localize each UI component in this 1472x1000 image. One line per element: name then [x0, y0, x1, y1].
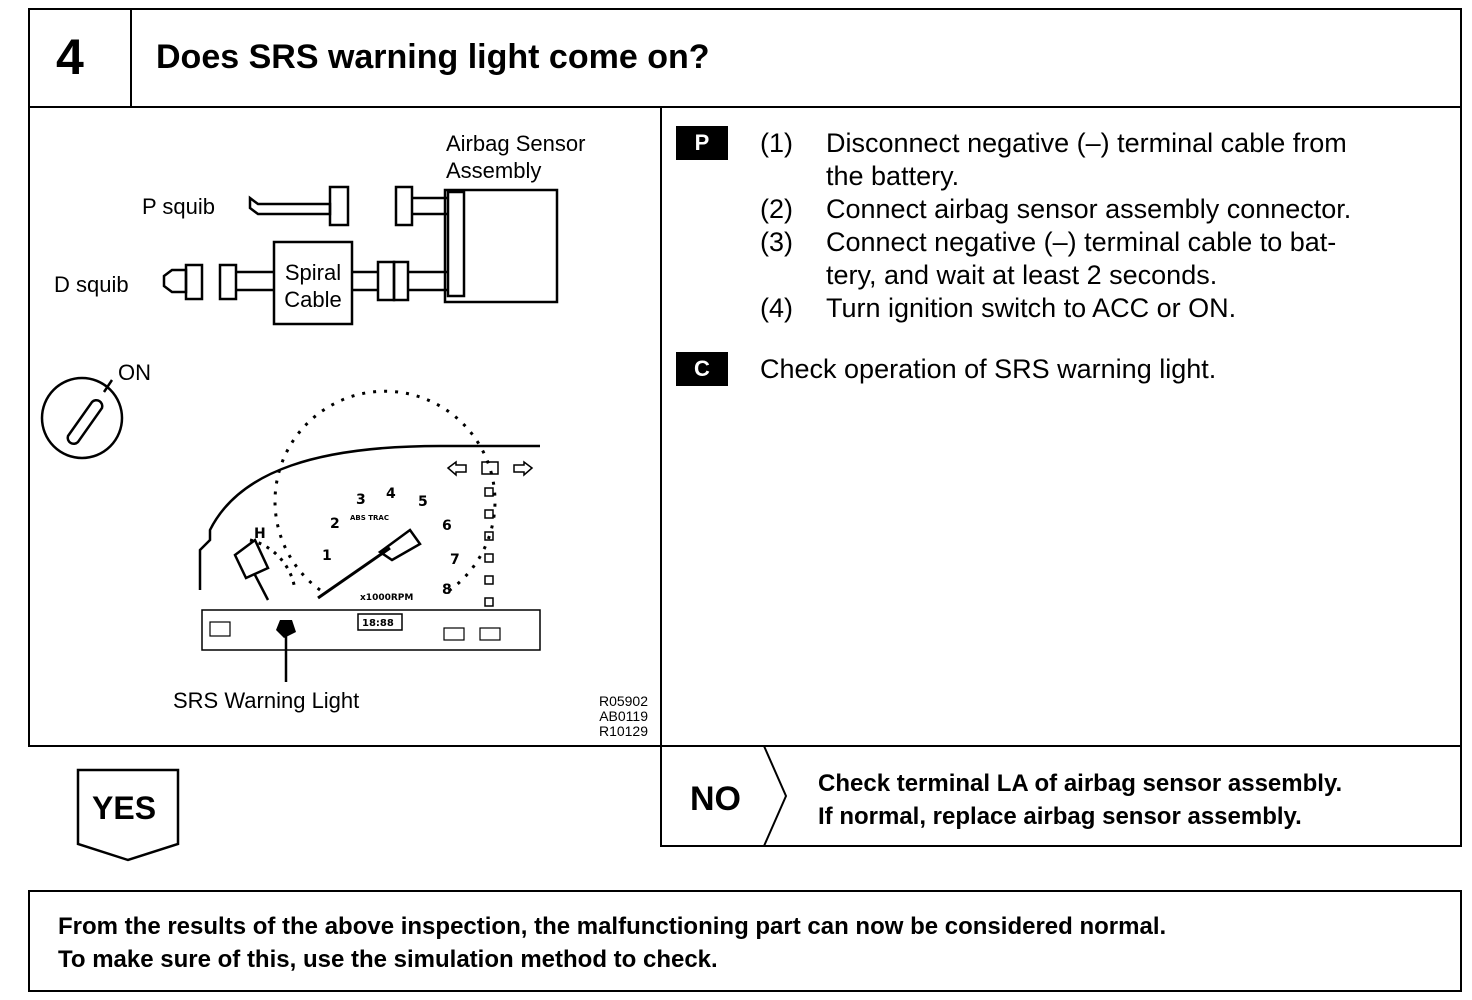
no-arrow-divider: [763, 746, 788, 846]
no-box: [660, 745, 1462, 847]
step-question: Does SRS warning light come on?: [156, 38, 710, 76]
step-text: tery, and wait at least 2 seconds.: [826, 260, 1218, 290]
p-squib-connector: [248, 195, 332, 216]
svg-text:5: 5: [418, 494, 428, 510]
result-note-line2: To make sure of this, use the simulation…: [58, 946, 718, 973]
step-index: (3): [760, 227, 793, 257]
wiring-diagram: 3 4 5 2 6 1 7 8 H x1000RPM 18:88 ABS TRAC: [40, 185, 559, 682]
d-squib-label: D squib: [54, 272, 129, 297]
svg-text:6: 6: [442, 518, 452, 534]
figure-code: R05902: [598, 693, 648, 709]
figure-code: R10129: [598, 723, 648, 739]
result-note: [28, 890, 1462, 992]
instruction-step: (2) Connect airbag sensor assembly conne…: [760, 193, 1440, 226]
prep-tag: P: [676, 126, 728, 160]
p-squib-label: P squib: [142, 194, 215, 219]
d-squib-connector: [162, 268, 188, 294]
no-action-line2: If normal, replace airbag sensor assembl…: [818, 803, 1302, 830]
no-label: NO: [690, 780, 741, 818]
no-action: Check terminal LA of airbag sensor assem…: [818, 767, 1342, 833]
airbag-sensor-box: [443, 188, 559, 304]
check-text: Check operation of SRS warning light.: [760, 354, 1217, 384]
svg-text:H: H: [254, 526, 266, 542]
airbag-sensor-label-line2: Assembly: [446, 158, 542, 183]
check-tag: C: [676, 352, 728, 386]
instruction-steps: (1) Disconnect negative (–) terminal cab…: [760, 127, 1440, 325]
srs-warning-light-label: SRS Warning Light: [173, 688, 360, 713]
yes-box: [76, 768, 180, 862]
result-note-line1: From the results of the above inspection…: [58, 913, 1167, 940]
figure-code: AB0119: [599, 708, 648, 724]
svg-text:7: 7: [450, 552, 460, 568]
svg-text:1: 1: [322, 548, 332, 564]
svg-text:8: 8: [442, 582, 452, 598]
svg-text:x1000RPM: x1000RPM: [360, 593, 413, 603]
spiral-cable-box: [272, 240, 354, 326]
step-text: the battery.: [826, 161, 960, 191]
airbag-sensor-label-line1: Airbag Sensor: [446, 131, 586, 156]
step-text: Connect airbag sensor assembly connector…: [826, 194, 1352, 224]
svg-text:18:88: 18:88: [362, 618, 394, 629]
yes-label: YES: [92, 790, 157, 826]
ignition-switch: [40, 376, 124, 460]
spiral-cable-label-line2: Cable: [284, 287, 342, 312]
ignition-on-label: ON: [118, 360, 151, 385]
instruction-step: (1) Disconnect negative (–) terminal cab…: [760, 127, 1440, 193]
step-text: Disconnect negative (–) terminal cable f…: [826, 128, 1347, 158]
no-action-line1: Check terminal LA of airbag sensor assem…: [818, 770, 1343, 797]
step-index: (2): [760, 194, 793, 224]
svg-text:4: 4: [386, 486, 396, 502]
spiral-cable-label-line1: Spiral: [284, 260, 342, 285]
instruction-step: (4) Turn ignition switch to ACC or ON.: [760, 292, 1440, 325]
svg-text:3: 3: [356, 492, 366, 508]
svg-text:ABS TRAC: ABS TRAC: [350, 514, 389, 522]
figure-codes: R05902 AB0119 R10129: [580, 694, 648, 739]
step-index: (4): [760, 293, 793, 323]
result-note-text: From the results of the above inspection…: [58, 910, 1166, 976]
spiral-cable-label: Spiral Cable: [278, 259, 348, 313]
step-text: Turn ignition switch to ACC or ON.: [826, 293, 1237, 323]
step-number: 4: [56, 29, 84, 85]
step-index: (1): [760, 128, 793, 158]
airbag-sensor-label: Airbag Sensor Assembly: [446, 130, 585, 184]
instruction-step: (3) Connect negative (–) terminal cable …: [760, 226, 1440, 292]
airbag-sensor-connector: [446, 190, 466, 298]
step-number-divider: [130, 8, 132, 108]
svg-text:2: 2: [330, 516, 340, 532]
step-text: Connect negative (–) terminal cable to b…: [826, 227, 1337, 257]
